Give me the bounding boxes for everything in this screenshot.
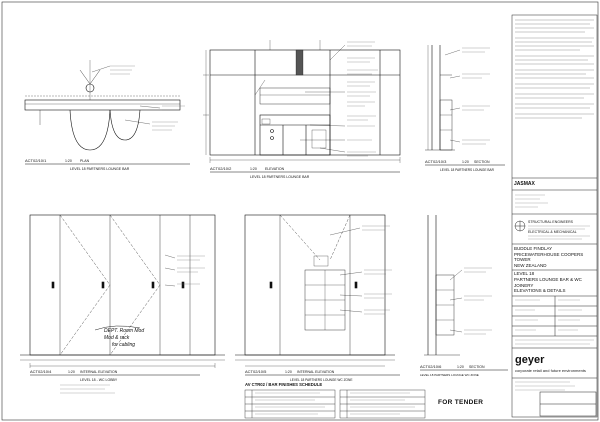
client-name: JASMAX — [514, 181, 535, 187]
view-plan — [24, 60, 181, 151]
view-1-name: PLAN — [80, 159, 90, 163]
drawing-number-box — [539, 391, 597, 417]
view-6-scale: 1:20 — [457, 365, 464, 369]
plan-notes — [110, 65, 185, 131]
handwritten-line-1: DEPT. Room Mod — [104, 328, 144, 334]
view-6-title-text: LEVEL 18 PARTNERS LOUNGE WC ZONE — [420, 373, 479, 377]
schedule-title: AV CTR02 / BAR FINISHES SCHEDULE — [245, 382, 322, 387]
handwritten-line-2: Mod & rack — [104, 335, 130, 341]
title-block — [511, 14, 598, 418]
brand-tagline: corporate retail and future environments — [515, 368, 586, 373]
view-4-title: ACT02/10/4 1:20 INTERNAL ELEVATION LEVEL… — [30, 369, 200, 382]
view-4-code: ACT02/10/4 — [30, 369, 52, 374]
view-1-code: ACT02/10/1 — [25, 158, 47, 163]
wc-zone-notes — [362, 225, 392, 315]
view-3-scale: 1:20 — [462, 160, 469, 164]
consultant-1: STRUCTURAL ENGINEERS — [528, 220, 574, 224]
view-4-title-text: LEVEL 18 - WC LOBBY — [80, 378, 118, 382]
view-section — [425, 45, 461, 151]
view-5-title: ACT02/10/5 1:20 INTERNAL ELEVATION LEVEL… — [245, 369, 400, 382]
consultant-2: ELECTRICAL & MECHANICAL — [528, 230, 577, 234]
wc-section-notes — [464, 267, 492, 335]
view-elevation — [203, 40, 401, 163]
elevation-notes — [347, 41, 378, 157]
view-5-name: INTERNAL ELEVATION — [297, 370, 335, 374]
view-3-code: ACT02/10/3 — [425, 159, 447, 164]
section-notes — [462, 47, 490, 145]
handwritten-line-3: for cabling — [112, 342, 135, 348]
view-4-name: INTERNAL ELEVATION — [80, 370, 118, 374]
view-3-title: ACT02/10/3 1:20 SECTION LEVEL 18 PARTNER… — [425, 159, 505, 172]
drawing-title-line: ELEVATIONS & DETAILS — [514, 288, 566, 294]
view-2-scale: 1:20 — [250, 167, 257, 171]
view-wc-lobby — [20, 214, 225, 368]
view-5-title-text: LEVEL 18 PARTNERS LOUNGE WC ZONE — [290, 378, 352, 382]
view-2-title: ACT02/10/2 1:20 ELEVATION LEVEL 18 PARTN… — [210, 166, 400, 179]
view-2-code: ACT02/10/2 — [210, 166, 232, 171]
drawing-title-line: PARTNERS LOUNGE BAR & WC — [514, 276, 582, 282]
view-2-title-text: LEVEL 18 PARTNERS LOUNGE BAR — [250, 175, 310, 179]
project-line: TOWER — [514, 257, 531, 263]
handwritten-note: DEPT. Room Mod Mod & rack for cabling — [94, 325, 144, 348]
finishes-schedule: AV CTR02 / BAR FINISHES SCHEDULE — [244, 382, 426, 419]
drawing-title-line: JOINERY — [514, 282, 534, 288]
view-5-scale: 1:20 — [285, 370, 292, 374]
view-6-name: SECTION — [469, 365, 485, 369]
project-line: NEW ZEALAND — [514, 262, 547, 268]
project-line: BUDDLE FINDLAY — [514, 246, 553, 251]
wc-lobby-notes — [177, 255, 205, 285]
view-1-title: ACT02/10/1 1:20 PLAN LEVEL 18 PARTNERS L… — [25, 158, 190, 171]
view-3-title-text: LEVEL 18 PARTNERS LOUNGE BAR — [440, 168, 495, 172]
view-2-name: ELEVATION — [265, 167, 285, 171]
view-wc-zone — [235, 214, 395, 367]
view-6-code: ACT02/10/6 — [420, 364, 442, 369]
tender-label: FOR TENDER — [438, 399, 484, 406]
view-1-title-text: LEVEL 18 PARTNERS LOUNGE BAR — [70, 167, 130, 171]
view-5-code: ACT02/10/5 — [245, 369, 267, 374]
view-6-title: ACT02/10/6 1:20 SECTION LEVEL 18 PARTNER… — [420, 364, 508, 377]
brand-logo: geyer — [515, 354, 545, 366]
view-4-scale: 1:20 — [68, 370, 75, 374]
view-3-name: SECTION — [474, 160, 490, 164]
view-wc-section — [424, 215, 463, 356]
view-1-scale: 1:20 — [65, 159, 72, 163]
drawing-title-line: LEVEL 18 — [514, 271, 535, 277]
wc-lobby-footnotes — [60, 384, 115, 394]
general-notes — [515, 19, 594, 119]
consultant-lines — [515, 194, 594, 391]
project-line: PRICEWATERHOUSE COOPERS — [514, 251, 584, 257]
project-title: BUDDLE FINDLAY PRICEWATERHOUSE COOPERS T… — [514, 246, 598, 294]
